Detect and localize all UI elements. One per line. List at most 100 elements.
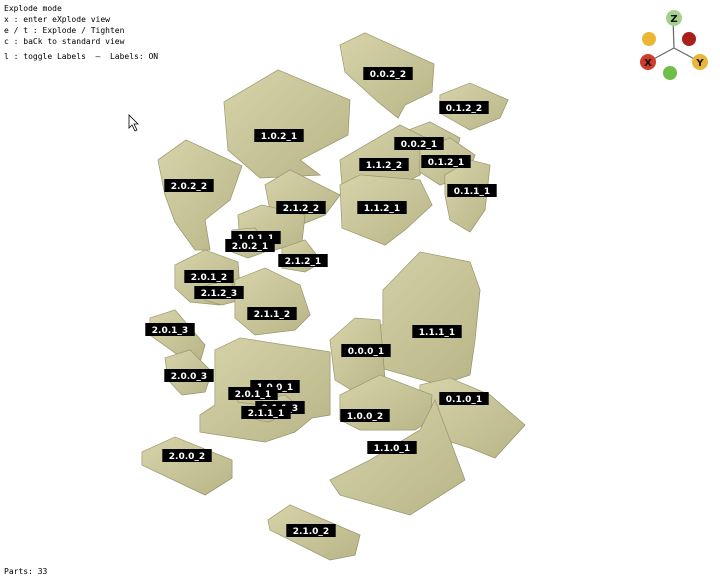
part-label-bg bbox=[286, 524, 336, 537]
part-label-text: 2.0.2_2 bbox=[171, 182, 207, 192]
part-label-bg bbox=[194, 286, 244, 299]
part-label: 1.1.2_1 bbox=[357, 201, 407, 214]
part-label: 2.0.0_3 bbox=[164, 369, 214, 382]
part-label-bg bbox=[357, 201, 407, 214]
part-shading bbox=[330, 400, 465, 515]
part-label-bg bbox=[184, 270, 234, 283]
part-label-bg bbox=[439, 101, 489, 114]
part-label-bg bbox=[412, 325, 462, 338]
part-label-bg bbox=[164, 369, 214, 382]
part-label-bg bbox=[228, 387, 278, 400]
help-line: Explode mode bbox=[4, 4, 62, 13]
part-label-bg bbox=[341, 344, 391, 357]
part-label-text: 0.1.2_2 bbox=[446, 104, 482, 114]
help-line: e / t : Explode / Tighten bbox=[4, 26, 125, 35]
part-label-text: 2.0.1_2 bbox=[191, 273, 227, 283]
part-label: 2.0.0_2 bbox=[162, 449, 212, 462]
part-label: 1.1.0_1 bbox=[367, 441, 417, 454]
part-label: 0.1.2_2 bbox=[439, 101, 489, 114]
part-label: 0.0.0_1 bbox=[341, 344, 391, 357]
part-label-text: 1.1.0_1 bbox=[374, 444, 410, 454]
part-label: 1.1.1_1 bbox=[412, 325, 462, 338]
part-label: 2.0.2_2 bbox=[164, 179, 214, 192]
part-label-text: 2.1.2_3 bbox=[201, 289, 237, 299]
part-label-text: 0.1.2_1 bbox=[428, 158, 464, 168]
x-axis-label: X bbox=[644, 58, 652, 69]
part-label: 0.1.2_1 bbox=[421, 155, 471, 168]
help-line: c : baCk to standard view bbox=[4, 37, 125, 46]
x-axis-button[interactable]: X bbox=[640, 54, 656, 70]
part-label: 1.1.2_2 bbox=[359, 158, 409, 171]
part-label: 0.1.0_1 bbox=[439, 392, 489, 405]
part-label-bg bbox=[145, 323, 195, 336]
part-label-text: 0.1.1_1 bbox=[454, 187, 490, 197]
neg-y-axis-dot[interactable] bbox=[663, 66, 677, 80]
part-label-text: 2.1.0_2 bbox=[293, 527, 329, 537]
help-line: l : toggle Labels — Labels: ON bbox=[4, 52, 159, 61]
part-label-bg bbox=[241, 406, 291, 419]
part-label-text: 0.0.0_1 bbox=[348, 347, 384, 357]
part-shading bbox=[235, 268, 310, 335]
part-shading bbox=[224, 70, 350, 178]
help-overlay: Explode mode x : enter eXplode view e / t … bbox=[4, 3, 158, 62]
part-label-text: 1.0.2_1 bbox=[261, 132, 297, 142]
part-label-text: 2.0.0_2 bbox=[169, 452, 205, 462]
y-axis-label: Y bbox=[695, 58, 704, 69]
part-label-bg bbox=[421, 155, 471, 168]
part-label: 1.0.2_1 bbox=[254, 129, 304, 142]
part-label-bg bbox=[278, 254, 328, 267]
part-label: 0.0.2_2 bbox=[363, 67, 413, 80]
status-bar: Parts: 33 bbox=[4, 567, 48, 576]
part-label-bg bbox=[225, 239, 275, 252]
part-label-text: 1.1.1_1 bbox=[419, 328, 455, 338]
part-label-bg bbox=[162, 449, 212, 462]
part-label-bg bbox=[367, 441, 417, 454]
part-label-bg bbox=[340, 409, 390, 422]
part-label-text: 2.1.1_1 bbox=[248, 409, 284, 419]
part-label-text: 1.1.2_2 bbox=[366, 161, 402, 171]
neg-x-axis-dot[interactable] bbox=[682, 32, 696, 46]
part-label: 0.0.2_1 bbox=[394, 137, 444, 150]
part-label: 2.0.1_1 bbox=[228, 387, 278, 400]
part-label-bg bbox=[254, 129, 304, 142]
part-label: 2.1.1_1 bbox=[241, 406, 291, 419]
part-label: 2.1.2_2 bbox=[276, 201, 326, 214]
part-label-text: 0.0.2_1 bbox=[401, 140, 437, 150]
part-label: 0.1.1_1 bbox=[447, 184, 497, 197]
part-label-bg bbox=[276, 201, 326, 214]
z-axis-label: Z bbox=[670, 14, 677, 25]
part-label-text: 2.1.2_1 bbox=[285, 257, 321, 267]
help-line: x : enter eXplode view bbox=[4, 15, 110, 24]
part-label-text: 1.0.0_2 bbox=[347, 412, 383, 422]
part-label-bg bbox=[447, 184, 497, 197]
part-label: 2.1.2_1 bbox=[278, 254, 328, 267]
part-label-text: 0.1.0_1 bbox=[446, 395, 482, 405]
part-label-text: 2.0.1_3 bbox=[152, 326, 188, 336]
part-label-text: 2.0.0_3 bbox=[171, 372, 207, 382]
part-label: 2.1.0_2 bbox=[286, 524, 336, 537]
part-label-text: 2.0.1_1 bbox=[235, 390, 271, 400]
part-label: 2.0.1_2 bbox=[184, 270, 234, 283]
part-label-bg bbox=[359, 158, 409, 171]
y-axis-button[interactable]: Y bbox=[692, 54, 708, 70]
part-label-text: 0.0.2_2 bbox=[370, 70, 406, 80]
part-label: 2.0.1_3 bbox=[145, 323, 195, 336]
part-label: 1.0.0_2 bbox=[340, 409, 390, 422]
part-label-text: 2.1.1_2 bbox=[254, 310, 290, 320]
part-label: 2.1.2_3 bbox=[194, 286, 244, 299]
part-shading bbox=[158, 140, 242, 250]
part-label-text: 2.0.2_1 bbox=[232, 242, 268, 252]
part-label-bg bbox=[363, 67, 413, 80]
part-label-text: 2.1.2_2 bbox=[283, 204, 319, 214]
part-label-bg bbox=[439, 392, 489, 405]
neg-z-axis-dot[interactable] bbox=[642, 32, 656, 46]
part-label-bg bbox=[247, 307, 297, 320]
axis-gizmo[interactable]: Z X Y bbox=[638, 8, 710, 84]
part-label-text: 1.1.2_1 bbox=[364, 204, 400, 214]
part-label: 2.0.2_1 bbox=[225, 239, 275, 252]
part-label: 2.1.1_2 bbox=[247, 307, 297, 320]
z-axis-button[interactable]: Z bbox=[666, 10, 682, 26]
part-label-bg bbox=[164, 179, 214, 192]
part-label-bg bbox=[394, 137, 444, 150]
